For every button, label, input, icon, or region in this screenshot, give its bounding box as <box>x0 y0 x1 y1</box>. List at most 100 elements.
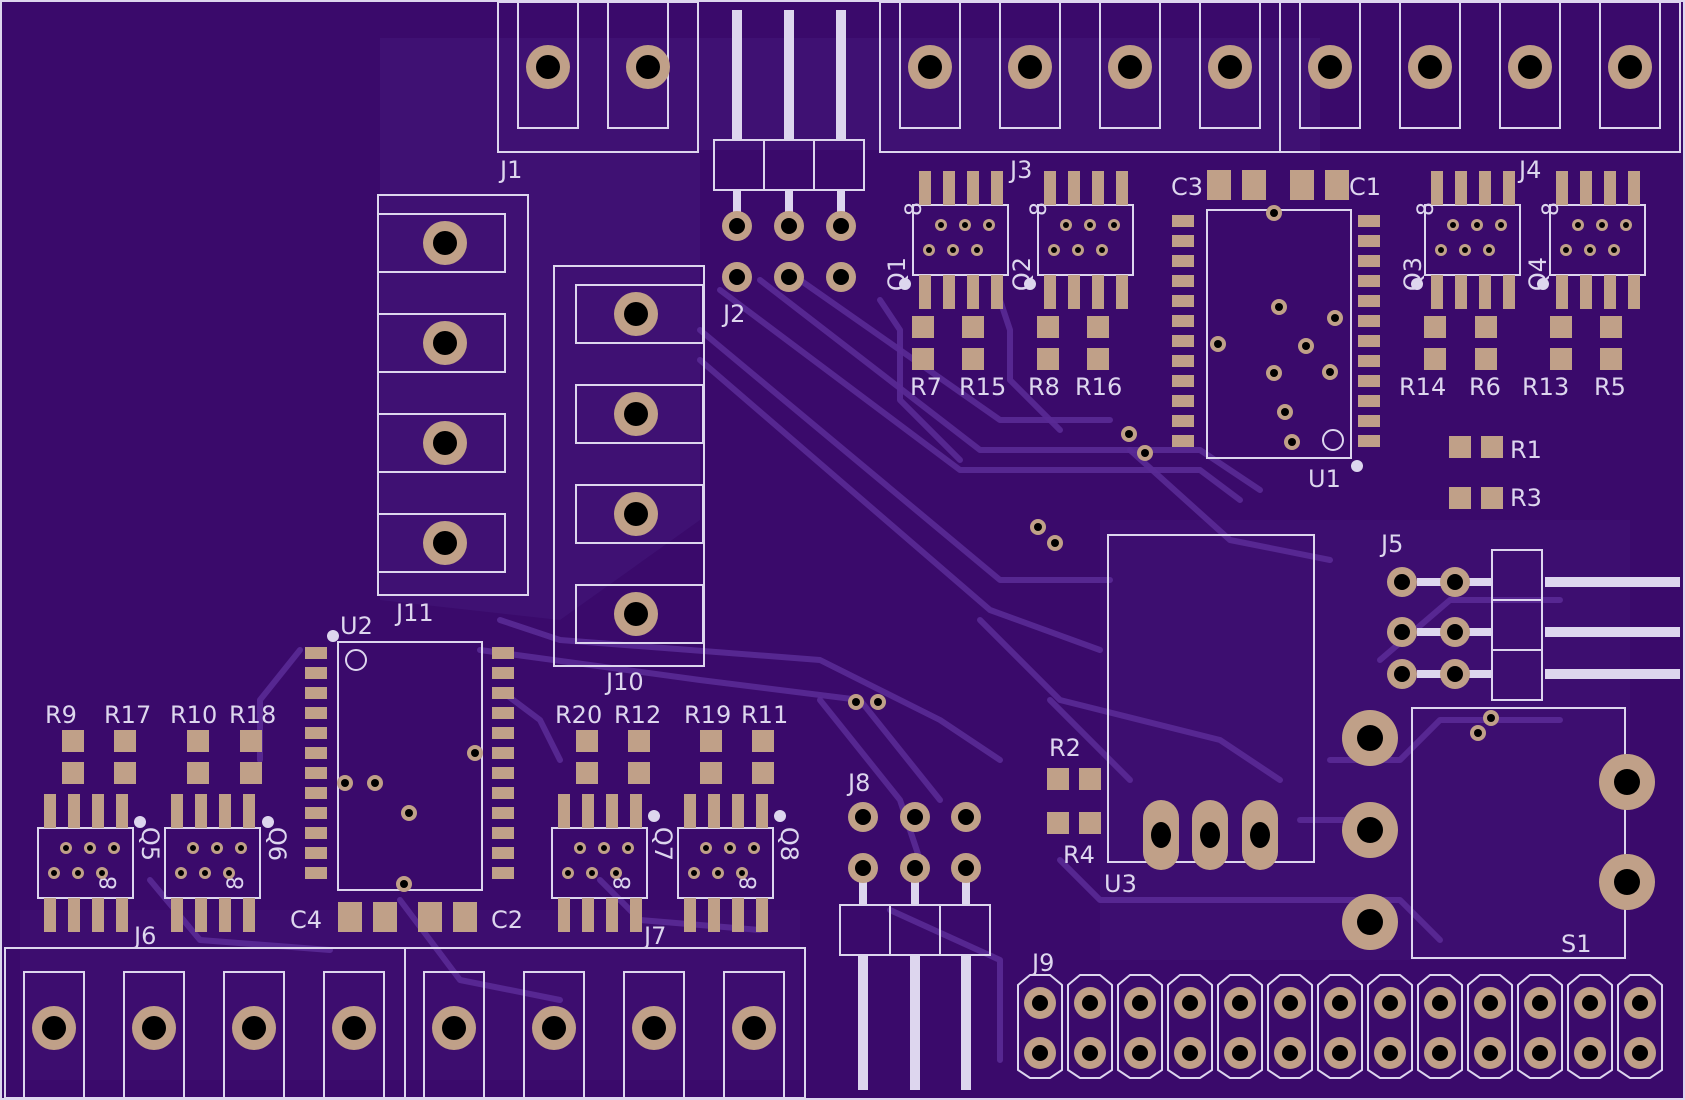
header-j2-body <box>713 139 865 191</box>
ic-u1-pad <box>1172 335 1194 347</box>
mosfet-q5-pad <box>116 794 128 828</box>
mosfet-q3-pad <box>1479 171 1491 205</box>
via-drill <box>400 880 408 888</box>
switch-s1-pin-drill <box>1614 769 1640 795</box>
label-j2: J2 <box>723 300 746 328</box>
capacitor-c4-pad <box>338 902 362 932</box>
ic-u1-pad <box>1358 315 1380 327</box>
switch-s1-pin-drill <box>1357 817 1383 843</box>
header-j9-pin-drill <box>1082 1045 1098 1061</box>
pin1-marker <box>648 810 660 822</box>
mosfet-q6-pad <box>195 794 207 828</box>
via-drill <box>1486 247 1492 253</box>
mosfet-q6-pad <box>195 898 207 932</box>
regulator-u3-drill <box>1151 822 1171 848</box>
terminal-slot <box>575 584 704 644</box>
terminal-pin-drill <box>1618 55 1642 79</box>
resistor-pad <box>1600 316 1622 338</box>
via-drill <box>589 870 595 876</box>
header-j5-pin-drill <box>1447 624 1463 640</box>
via-drill <box>226 870 232 876</box>
label-r20: R20 <box>555 701 603 729</box>
copper-trace <box>1047 697 1133 783</box>
mosfet-q8-pad <box>732 898 744 932</box>
copper-trace <box>817 697 923 863</box>
switch-s1-pin-drill <box>1357 909 1383 935</box>
via-drill <box>75 870 81 876</box>
resistor-pad <box>628 762 650 784</box>
header-j9-pin-drill <box>1282 1045 1298 1061</box>
mosfet-q2-pad <box>1092 171 1104 205</box>
resistor-pad <box>700 762 722 784</box>
header-j9-pin-drill <box>1032 1045 1048 1061</box>
header-j2-pin-drill <box>781 269 797 285</box>
terminal-pin-drill <box>1518 55 1542 79</box>
header-j9-outline <box>1067 974 1113 1079</box>
mosfet-q6-pad <box>171 794 183 828</box>
copper-trace <box>717 287 1243 503</box>
resistor-pad <box>752 762 774 784</box>
ic-u2-pad <box>305 707 327 719</box>
mosfet-q1-pad <box>991 275 1003 309</box>
terminal-pin-drill <box>442 1016 466 1040</box>
pin-number-label: 8 <box>737 876 762 890</box>
ic-u1-pad <box>1172 315 1194 327</box>
terminal-pin-drill <box>742 1016 766 1040</box>
via-drill <box>691 870 697 876</box>
mosfet-q5-pad <box>92 794 104 828</box>
via-drill <box>111 845 117 851</box>
connector-j1-pin-drill <box>536 55 560 79</box>
terminal-pin-drill <box>242 1016 266 1040</box>
label-r8: R8 <box>1028 373 1060 401</box>
via-drill <box>1034 523 1042 531</box>
label-j11: J11 <box>396 599 434 627</box>
resistor-pad <box>962 348 984 370</box>
label-q8: Q8 <box>775 826 804 862</box>
header-j9-outline <box>1167 974 1213 1079</box>
ic-u2-pad <box>492 827 514 839</box>
header-j5-pin-drill <box>1394 624 1410 640</box>
label-j7: J7 <box>644 922 667 950</box>
connector-j10-outline <box>553 265 705 667</box>
pin-number-label: 8 <box>224 876 249 890</box>
via-drill <box>613 870 619 876</box>
terminal-pin-drill <box>624 502 648 526</box>
via-drill <box>202 870 208 876</box>
via-drill <box>1214 340 1222 348</box>
label-r15: R15 <box>959 373 1007 401</box>
header-j8-pin-silk <box>961 955 971 1090</box>
header-j8-pin-silk <box>910 955 920 1090</box>
label-j6: J6 <box>134 922 157 950</box>
capacitor-c1-pad <box>1325 170 1349 200</box>
pin1-marker <box>262 816 274 828</box>
ic-u2-pad <box>492 767 514 779</box>
ic-u1-pad <box>1358 215 1380 227</box>
ic-u1-pad <box>1172 355 1194 367</box>
mosfet-q7-pad <box>582 794 594 828</box>
via-drill <box>1326 368 1334 376</box>
capacitor-c3-pad <box>1242 170 1266 200</box>
ic-u1-pad <box>1172 215 1194 227</box>
ic-u2-pad <box>492 747 514 759</box>
via-drill <box>1275 303 1283 311</box>
mosfet-q4-pad <box>1556 171 1568 205</box>
label-q2: Q2 <box>1008 256 1037 292</box>
capacitor-c3-pad <box>1207 170 1231 200</box>
header-j5-body <box>1491 549 1543 701</box>
ic-u2-pad <box>492 707 514 719</box>
label-j10: J10 <box>606 668 644 696</box>
ic-u2-pad <box>305 847 327 859</box>
terminal-pin-drill <box>433 231 457 255</box>
resistor-pad <box>1037 348 1059 370</box>
terminal-pin-drill <box>342 1016 366 1040</box>
resistor-pad <box>1087 316 1109 338</box>
header-j9-pin-drill <box>1282 995 1298 1011</box>
pin1-marker <box>899 278 911 290</box>
mosfet-q7-outline <box>551 827 648 899</box>
ground-pour <box>20 910 800 1080</box>
terminal-slot <box>575 484 704 544</box>
label-j1: J1 <box>500 156 523 184</box>
